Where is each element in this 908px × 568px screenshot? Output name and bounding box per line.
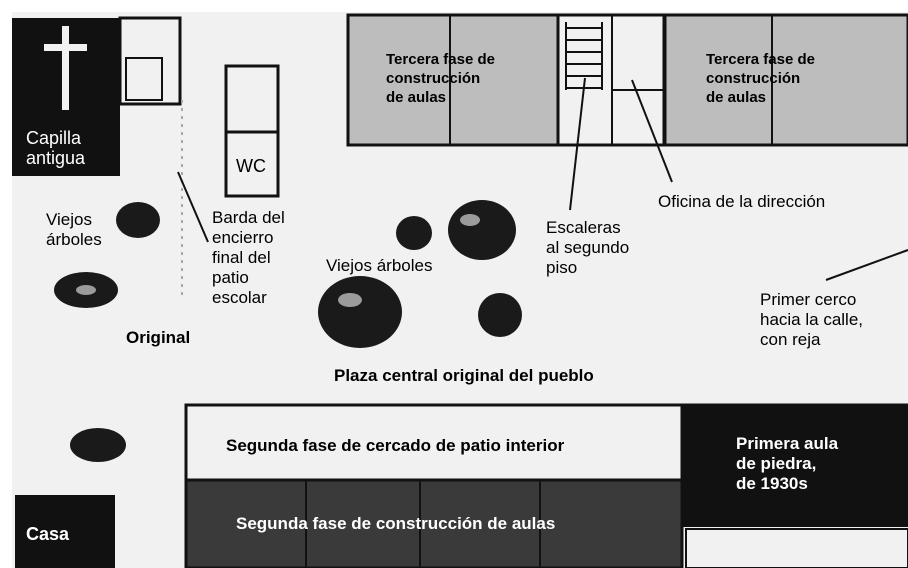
tree-icon bbox=[448, 200, 516, 260]
tree-icon bbox=[396, 216, 432, 250]
tree-icon bbox=[318, 276, 402, 348]
label-original: Original bbox=[126, 328, 191, 347]
label-escaleras: Escaleras al segundo piso bbox=[546, 218, 630, 277]
house-block bbox=[15, 495, 115, 568]
chapel-annex bbox=[118, 16, 182, 106]
first-classroom bbox=[682, 405, 908, 527]
label-wc: WC bbox=[236, 156, 266, 176]
label-viejos-arboles-left: Viejos árboles bbox=[46, 210, 102, 249]
label-tercera-fase-right: Tercera fase de construcción de aulas bbox=[706, 51, 815, 106]
label-casa: Casa bbox=[26, 524, 70, 544]
label-viejos-arboles-center: Viejos árboles bbox=[326, 256, 433, 275]
tree-icon bbox=[116, 202, 160, 238]
label-primera-aula: Primera aula de piedra, de 1930s bbox=[736, 434, 839, 493]
cross-icon bbox=[44, 26, 87, 110]
label-barda: Barda del encierro final del patio escol… bbox=[212, 208, 285, 307]
chapel-annex-room bbox=[125, 57, 163, 101]
leader-lines bbox=[177, 77, 908, 281]
label-capilla-antigua: Capilla antigua bbox=[26, 128, 86, 168]
label-primer-cerco: Primer cerco hacia la calle, con reja bbox=[760, 290, 864, 349]
second-phase-classrooms bbox=[184, 478, 684, 568]
tree-icon bbox=[70, 428, 126, 462]
label-plaza: Plaza central original del pueblo bbox=[334, 366, 594, 385]
label-tercera-fase-left: Tercera fase de construcción de aulas bbox=[386, 51, 495, 106]
tree-icon bbox=[478, 293, 522, 337]
label-segunda-aulas: Segunda fase de construcción de aulas bbox=[236, 514, 556, 533]
label-oficina: Oficina de la dirección bbox=[658, 192, 826, 211]
label-segunda-cercado: Segunda fase de cercado de patio interio… bbox=[226, 436, 565, 455]
trees bbox=[54, 200, 522, 462]
stairs bbox=[565, 22, 603, 90]
